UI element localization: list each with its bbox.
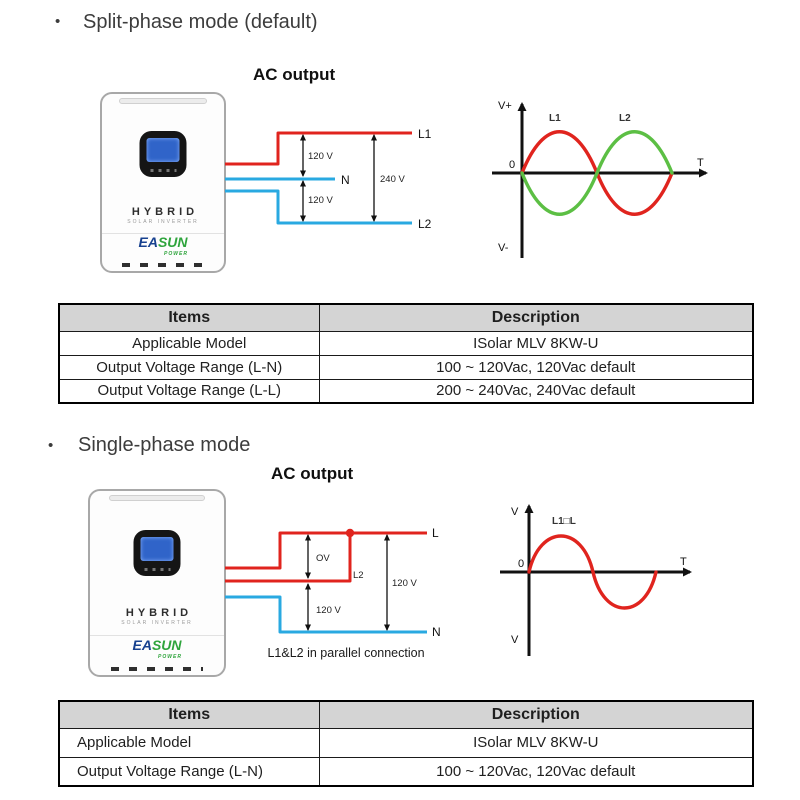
split-wiring-diagram: L1 N L2 120 V 120 V 240 V <box>225 127 432 231</box>
description-header-cell: Description <box>318 303 754 332</box>
y-minus-label: V <box>511 634 519 646</box>
split-phase-title: Split-phase mode (default) <box>83 11 318 33</box>
table-row: Output Voltage Range (L-N) 100 ~ 120Vac,… <box>58 756 754 787</box>
vent-grille <box>111 667 203 671</box>
n-terminal-label: N <box>432 625 441 639</box>
panel-seam <box>102 232 224 234</box>
spec-item-cell: Output Voltage Range (L-N) <box>58 756 320 787</box>
single-spec-table: Items Description Applicable Model ISola… <box>58 700 754 787</box>
easun-logo-sun: SUN <box>157 233 188 250</box>
spec-item-cell: Output Voltage Range (L-N) <box>58 354 320 380</box>
n-wire <box>225 595 427 634</box>
voltage-label-l2n: 120 V <box>316 605 341 616</box>
l-sine-curve <box>527 534 658 610</box>
single-waveform-chart: V V 0 T L1□L <box>500 504 692 656</box>
y-plus-label: V <box>511 506 519 518</box>
voltage-label-ov: OV <box>316 553 330 564</box>
solar-inverter-label: SOLAR INVERTER <box>127 218 199 225</box>
l2-branch-label: L2 <box>353 570 364 581</box>
l2-branch-wire <box>225 535 352 583</box>
table-row: Output Voltage Range (L-N) 100 ~ 120Vac,… <box>58 354 754 380</box>
easun-logo-sun: SUN <box>151 637 182 654</box>
l-curve-label: L1□L <box>552 516 576 527</box>
panel-seam <box>90 635 224 637</box>
voltage-label-ln: 120 V <box>392 578 417 589</box>
l1-terminal-label: L1 <box>418 127 432 141</box>
origin-label: 0 <box>518 558 524 570</box>
easun-logo: EASUN POWER <box>90 638 224 660</box>
inverter-image-split: HYBRID SOLAR INVERTER EASUN POWER <box>100 92 226 273</box>
l-terminal-label: L <box>432 526 439 540</box>
easun-logo-power: POWER <box>164 250 188 257</box>
easun-logo-power: POWER <box>158 654 182 661</box>
parallel-connection-caption: L1&L2 in parallel connection <box>267 646 424 660</box>
split-waveform-chart: V+ V- 0 T L1 L2 <box>492 100 708 258</box>
hybrid-label: HYBRID <box>125 606 193 619</box>
mount-bracket <box>119 98 207 104</box>
easun-logo-ea: EA <box>138 233 158 250</box>
ac-output-heading-split: AC output <box>253 65 336 84</box>
table-header-row: Items Description <box>58 700 754 729</box>
easun-logo: EASUN POWER <box>102 235 224 257</box>
lcd-screen <box>140 536 174 561</box>
bullet-split: • <box>55 13 61 30</box>
spec-desc-cell: 200 ~ 240Vac, 240Vac default <box>318 378 754 404</box>
single-wiring-diagram: L L2 N OV 120 V 120 V L1&L2 in parallel … <box>225 526 441 660</box>
l2-curve-label: L2 <box>619 113 631 124</box>
l2-wire <box>225 189 412 225</box>
hybrid-label: HYBRID <box>131 205 199 218</box>
display-buttons <box>144 567 170 571</box>
single-phase-title: Single-phase mode <box>78 434 251 456</box>
junction-dot <box>345 528 355 538</box>
l1-curve-label: L1 <box>549 113 561 124</box>
spec-desc-cell: ISolar MLV 8KW-U <box>318 727 754 758</box>
display-bezel <box>139 131 187 178</box>
spec-item-cell: Output Voltage Range (L-L) <box>58 378 320 404</box>
split-spec-table: Items Description Applicable Model ISola… <box>58 303 754 404</box>
mount-bracket <box>108 495 206 501</box>
items-header-cell: Items <box>58 700 320 729</box>
voltage-label-l1l2: 240 V <box>380 174 405 185</box>
t-axis-label: T <box>697 157 704 169</box>
l1-wire <box>225 131 412 166</box>
spec-desc-cell: 100 ~ 120Vac, 120Vac default <box>318 756 754 787</box>
y-plus-label: V+ <box>498 100 512 112</box>
display-buttons <box>150 169 176 173</box>
spec-desc-cell: ISolar MLV 8KW-U <box>318 330 754 356</box>
spec-item-cell: Applicable Model <box>58 727 320 758</box>
ac-output-heading-single: AC output <box>271 464 354 483</box>
vent-grille <box>121 263 205 267</box>
l2-terminal-label: L2 <box>418 217 432 231</box>
easun-logo-ea: EA <box>132 637 152 654</box>
bullet-single: • <box>48 437 54 454</box>
voltage-label-nl2: 120 V <box>308 195 333 206</box>
l2-sine-curve <box>520 130 674 216</box>
table-row: Output Voltage Range (L-L) 200 ~ 240Vac,… <box>58 378 754 404</box>
description-header-cell: Description <box>318 700 754 729</box>
inverter-image-single: HYBRID SOLAR INVERTER EASUN POWER <box>88 489 226 677</box>
items-header-cell: Items <box>58 303 320 332</box>
spec-item-cell: Applicable Model <box>58 330 320 356</box>
lcd-screen <box>146 138 180 163</box>
spec-desc-cell: 100 ~ 120Vac, 120Vac default <box>318 354 754 380</box>
table-header-row: Items Description <box>58 303 754 332</box>
y-minus-label: V- <box>498 242 509 254</box>
t-axis-label: T <box>680 556 687 568</box>
voltage-label-l1n: 120 V <box>308 151 333 162</box>
table-row: Applicable Model ISolar MLV 8KW-U <box>58 727 754 758</box>
solar-inverter-label: SOLAR INVERTER <box>121 619 193 626</box>
table-row: Applicable Model ISolar MLV 8KW-U <box>58 330 754 356</box>
n-terminal-label: N <box>341 173 350 187</box>
display-bezel <box>133 529 181 576</box>
origin-label: 0 <box>509 159 515 171</box>
